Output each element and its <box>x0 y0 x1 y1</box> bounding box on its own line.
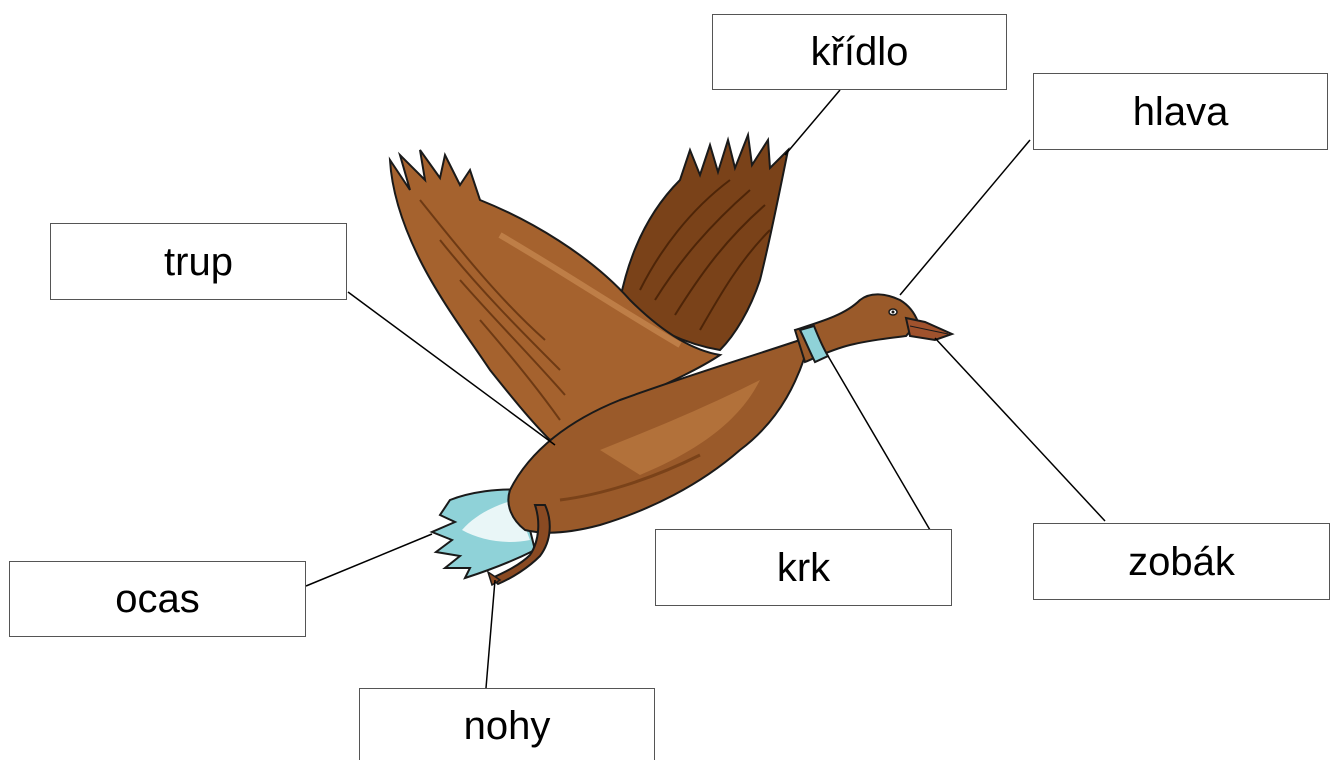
label-ocas-text: ocas <box>115 577 200 621</box>
label-krk-text: krk <box>776 545 831 590</box>
leader-line-krk <box>827 355 931 531</box>
label-zobak: zobák <box>1033 523 1330 600</box>
leader-line-nohy <box>485 579 496 689</box>
back-wing <box>618 131 790 352</box>
leg <box>486 504 551 587</box>
leader-line-trup <box>347 291 556 446</box>
label-kridlo-text: křídlo <box>810 30 909 74</box>
leader-lines <box>305 89 1106 689</box>
front-wing <box>388 149 723 442</box>
leader-line-ocas <box>305 533 433 587</box>
label-zobak-text: zobák <box>1128 539 1235 584</box>
label-hlava-text: hlava <box>1132 89 1229 134</box>
label-ocas: ocas <box>9 561 306 637</box>
label-nohy: nohy <box>359 688 655 760</box>
leader-line-kridlo <box>784 89 841 156</box>
label-trup: trup <box>50 223 347 300</box>
leader-line-hlava <box>899 139 1031 296</box>
label-nohy-text: nohy <box>463 704 551 748</box>
label-trup-text: trup <box>164 239 233 284</box>
label-kridlo: křídlo <box>712 14 1007 90</box>
label-hlava: hlava <box>1033 73 1328 150</box>
leader-line-zobak <box>934 337 1106 522</box>
neck-head <box>793 293 955 364</box>
label-krk: krk <box>655 529 952 606</box>
